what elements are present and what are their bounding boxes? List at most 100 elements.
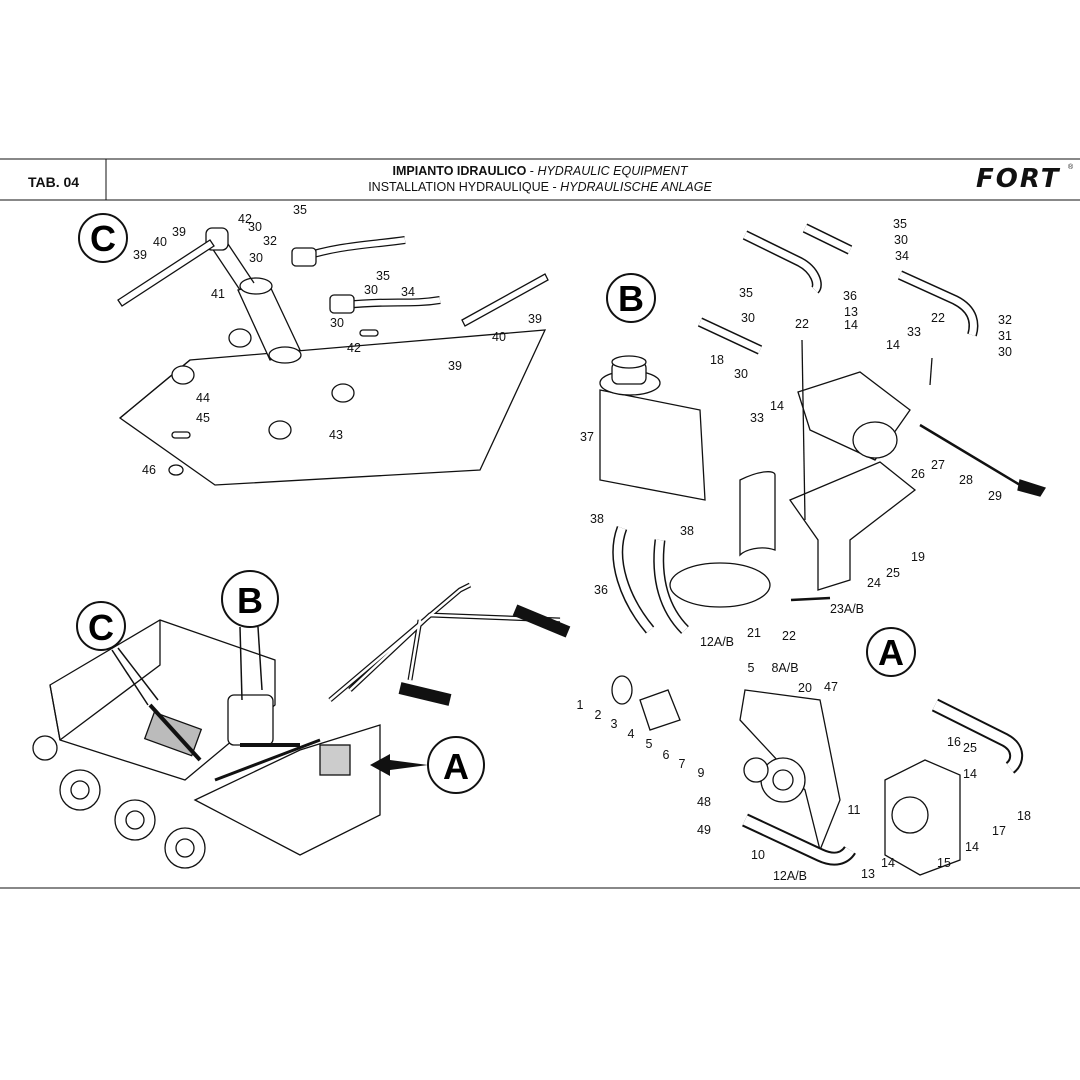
callout-label: 30 (998, 345, 1012, 359)
axle-rod-right (461, 273, 549, 327)
mounting-bracket (789, 461, 917, 591)
callout-label: 12A/B (700, 635, 734, 649)
brand-logo: FORT (976, 164, 1061, 194)
callout-label: 32 (263, 234, 277, 248)
callout-label: 12A/B (773, 869, 807, 883)
callout-label: 46 (142, 463, 156, 477)
callout-label: 36 (843, 289, 857, 303)
callout-label: 30 (734, 367, 748, 381)
overview-callout-c: C (76, 601, 159, 706)
section-c-badge: C (78, 213, 128, 263)
callout-label: 34 (401, 285, 415, 299)
callout-label: 23A/B (830, 602, 864, 616)
callout-label: 39 (448, 359, 462, 373)
section-a-group (611, 675, 1024, 876)
callout-label: 30 (741, 311, 755, 325)
callout-label: 27 (931, 458, 945, 472)
callout-label: 19 (911, 550, 925, 564)
callout-label: 18 (710, 353, 724, 367)
callout-label: 30 (248, 220, 262, 234)
callout-label: 22 (931, 311, 945, 325)
callout-label: 24 (867, 576, 881, 590)
callout-label: 14 (886, 338, 900, 352)
handle-grip-left (398, 682, 452, 706)
callout-label: 30 (894, 233, 908, 247)
callout-label: 31 (998, 329, 1012, 343)
callout-label: 41 (211, 287, 225, 301)
callout-label: 6 (663, 748, 670, 762)
callout-label: 29 (988, 489, 1002, 503)
section-b-letter: B (618, 278, 644, 319)
section-a-badge: A (866, 627, 916, 677)
header-frame (0, 158, 1080, 889)
callout-label: 47 (824, 680, 838, 694)
callout-label: 25 (886, 566, 900, 580)
callout-label: 34 (895, 249, 909, 263)
callout-label: 14 (770, 399, 784, 413)
wheel-3 (164, 827, 206, 869)
title-german: HYDRAULISCHE ANLAGE (560, 180, 712, 194)
callout-label: 13 (844, 305, 858, 319)
title-english: HYDRAULIC EQUIPMENT (537, 164, 688, 178)
title-separator-1: - (526, 164, 538, 178)
control-lever (919, 423, 1021, 487)
overview-callout-a: A (370, 736, 485, 794)
callout-label: 39 (172, 225, 186, 239)
callout-label: 36 (594, 583, 608, 597)
callout-label: 14 (963, 767, 977, 781)
title-french: INSTALLATION HYDRAULIQUE (368, 180, 550, 194)
machine-overview (32, 582, 571, 869)
callout-label: 10 (751, 848, 765, 862)
overview-b-letter: B (237, 580, 263, 621)
callout-label: 22 (782, 629, 796, 643)
title-italian: IMPIANTO IDRAULICO (392, 164, 527, 178)
callout-label: 25 (963, 741, 977, 755)
wheel-2 (114, 799, 156, 841)
axle-rod-left (117, 239, 215, 307)
callout-label: 21 (747, 626, 761, 640)
title-line-1: IMPIANTO IDRAULICO - HYDRAULIC EQUIPMENT (0, 164, 1080, 178)
overview-callout-b: B (221, 570, 279, 701)
callout-label: 20 (798, 681, 812, 695)
callout-label: 30 (249, 251, 263, 265)
callout-label: 44 (196, 391, 210, 405)
oil-tank (599, 389, 706, 501)
callout-label: 33 (907, 325, 921, 339)
tank-strap (669, 562, 771, 608)
callout-label: 48 (697, 795, 711, 809)
callout-label: 9 (698, 766, 705, 780)
callout-label: 42 (347, 341, 361, 355)
callout-label: 18 (1017, 809, 1031, 823)
valve-mounted (319, 744, 351, 776)
tab-number: TAB. 04 (28, 174, 80, 190)
overview-a-letter: A (443, 746, 469, 787)
overview-c-letter: C (88, 607, 114, 648)
title-separator-2: - (549, 180, 561, 194)
section-a-letter: A (878, 632, 904, 673)
handle-grip-right (512, 604, 571, 638)
mounting-plate (118, 329, 547, 486)
callout-label: 16 (947, 735, 961, 749)
callout-label: 13 (861, 867, 875, 881)
oil-tank-mounted (227, 694, 274, 746)
section-c-letter: C (90, 218, 116, 259)
callout-label: 1 (577, 698, 584, 712)
callout-label: 28 (959, 473, 973, 487)
callout-label: 35 (893, 217, 907, 231)
callout-label: 37 (580, 430, 594, 444)
callout-label: 33 (750, 411, 764, 425)
callout-label: 14 (965, 840, 979, 854)
callout-label: 42 (238, 212, 252, 226)
callout-label: 35 (739, 286, 753, 300)
callout-label: 35 (376, 269, 390, 283)
callout-label: 8A/B (771, 661, 798, 675)
callout-label: 22 (795, 317, 809, 331)
callout-label: 40 (492, 330, 506, 344)
callout-label: 2 (595, 708, 602, 722)
wheel-1 (59, 769, 101, 811)
callout-label: 35 (293, 203, 307, 217)
callout-label: 5 (646, 737, 653, 751)
